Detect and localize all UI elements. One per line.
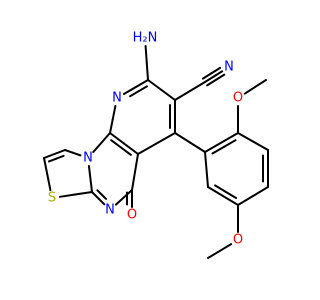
- bond-c_carbonyl-c_4a-half-a: [131, 171, 136, 191]
- bond-n_pyridine-c_amino-inner-half-a: [129, 90, 140, 98]
- bond-c_thz2-n_pyrim-inner-half-a: [96, 189, 103, 196]
- bond-ar_c5-ar_c6-inner-half-a: [224, 190, 238, 200]
- bond-c_thz2-n_pyrim-half-a: [91, 191, 100, 200]
- bond-c_thz4-n_bridge-half-b: [71, 151, 82, 157]
- bond-c_4a-c_10a-half-a: [123, 142, 139, 155]
- bond-c_nitrile-n_nitrile-l2-half-b: [210, 66, 222, 75]
- bond-c_amino-n_amino-half-a: [145, 61, 149, 81]
- bond-ar_c4-ar_c5-half-b: [237, 195, 254, 206]
- bond-c_4a-c_10a-half-b: [109, 132, 125, 145]
- bond-c_thz5-c_thz4-half-a: [43, 153, 56, 159]
- bond-n_pyridine-c_amino-inner-half-b: [137, 85, 148, 93]
- bond-c_aryl_attach-ar_c1-half-a: [174, 132, 191, 144]
- bond-n_pyridine-c_amino-half-b: [134, 79, 149, 88]
- bond-c_4a-c_10a-inner-half-b: [110, 139, 122, 149]
- bond-ar_c1-ar_c2-inner-half-a: [211, 145, 225, 155]
- bond-c_nitrile-n_nitrile-l0-half-a: [204, 75, 215, 83]
- bond-o_ome2-c_me2-half-b: [254, 79, 267, 88]
- bond-c_aryl_attach-c_4a-half-a: [155, 132, 176, 145]
- bond-s_thz-c_thz2-half-b: [74, 191, 93, 196]
- bond-c_thz5-c_thz4-inner-half-b: [55, 154, 65, 160]
- bond-c_aryl_attach-ar_c1-half-b: [189, 141, 206, 153]
- bond-c_thz5-s_thz-half-b: [46, 173, 52, 192]
- bond-c_thz5-s_thz-half-a: [43, 157, 49, 176]
- bond-o_ome2-c_me2-half-a: [243, 85, 257, 95]
- bond-c_cn-c_nitrile-half-a: [174, 90, 191, 101]
- atom-label-n-pyridine: N: [112, 91, 122, 106]
- atom-label-o-ome2: O: [233, 91, 243, 106]
- bond-c_nitrile-n_nitrile-l1-half-b: [214, 73, 226, 82]
- bond-c_amino-c_cn-half-b: [160, 89, 176, 101]
- bond-c_10a-n_bridge-half-b: [92, 141, 103, 153]
- atom-label-o-carbonyl: O: [127, 208, 137, 223]
- bond-ar_c1-ar_c2-half-b: [220, 132, 239, 144]
- bond-c_thz5-c_thz4-inner-half-a: [47, 157, 58, 163]
- bond-ar_c2-ar_c3-half-b: [252, 140, 269, 151]
- atom-label-o-ome5: O: [233, 233, 243, 248]
- bond-s_thz-c_thz2-half-a: [58, 193, 77, 198]
- bond-ar_c1-ar_c2-inner-half-b: [222, 139, 237, 148]
- bond-ar_c1-ar_c2-half-a: [204, 141, 223, 153]
- bond-layer: [43, 44, 269, 259]
- bond-c_10a-n_pyridine-half-b: [111, 104, 117, 121]
- bond-c_nitrile-n_nitrile-l2-half-a: [201, 72, 213, 80]
- bond-o_ome5-c_me5-half-a: [218, 243, 233, 253]
- bond-n_pyrim-c_carbonyl-half-a: [114, 196, 125, 206]
- bond-ar_c4-ar_c5-half-a: [252, 186, 269, 197]
- bond-ar_c2-ar_c3-half-a: [237, 132, 254, 143]
- bond-c_10a-n_pyridine-half-a: [109, 118, 114, 134]
- bond-ar_c5-ar_c6-half-a: [222, 195, 239, 206]
- bond-c_aryl_attach-c_4a-half-b: [137, 142, 158, 155]
- bond-c_cn-c_nitrile-half-b: [189, 81, 206, 92]
- bond-c_nitrile-n_nitrile-l0-half-b: [212, 70, 224, 78]
- atom-label-n-amino: H₂N: [133, 31, 158, 46]
- atom-label-s-thz: S: [48, 191, 56, 206]
- atom-label-n-pyrim: N: [105, 203, 115, 218]
- bond-ar_c5-ar_c6-inner-half-b: [214, 184, 227, 193]
- bond-ar_c5-ar_c6-half-b: [207, 186, 224, 197]
- bond-ar_c6-ar_c1-half-b: [204, 151, 208, 171]
- bond-c_10a-n_bridge-half-a: [100, 132, 111, 144]
- bond-c_thz2-n_pyrim-inner-half-b: [100, 193, 108, 200]
- atom-label-n-bridge: N: [83, 151, 93, 166]
- bond-c_thz5-c_thz4-half-b: [53, 149, 66, 155]
- bond-o_ome5-c_me5-half-b: [207, 250, 221, 259]
- bond-c_4a-c_10a-inner-half-a: [120, 146, 132, 156]
- canvas-background: [0, 0, 300, 300]
- atom-label-n-nitrile: N: [224, 60, 234, 75]
- bond-n_pyridine-c_amino-half-a: [122, 85, 137, 95]
- bond-ar_c6-ar_c1-half-a: [205, 168, 209, 188]
- bond-c_thz2-n_pyrim-half-b: [97, 197, 106, 206]
- bond-c_thz2-n_bridge-half-a: [89, 177, 93, 193]
- bond-c_carbonyl-c_4a-half-b: [134, 153, 139, 173]
- bond-c_thz4-n_bridge-half-a: [64, 149, 74, 154]
- bond-c_amino-c_cn-half-a: [147, 79, 163, 91]
- bond-c_thz2-n_bridge-half-b: [87, 164, 92, 180]
- bond-c_nitrile-n_nitrile-l1-half-a: [206, 79, 217, 87]
- bond-c_amino-n_amino-half-b: [144, 44, 148, 64]
